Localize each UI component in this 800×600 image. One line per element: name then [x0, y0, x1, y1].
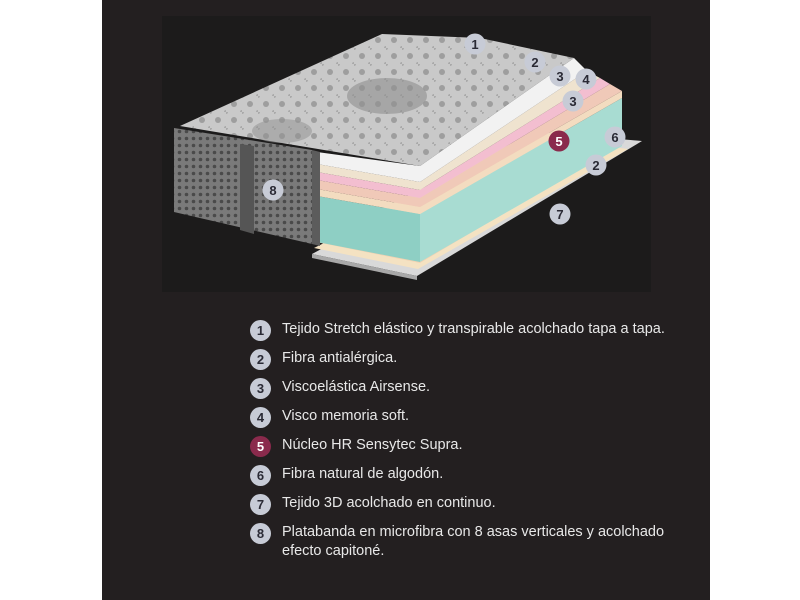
- legend-item: 5 Núcleo HR Sensytec Supra.: [250, 436, 670, 457]
- badge-6: 6: [604, 126, 626, 148]
- badge-4: 4: [575, 68, 597, 90]
- legend-number: 6: [250, 465, 271, 486]
- legend-text: Fibra antialérgica.: [282, 350, 398, 366]
- layer-legend: 1 Tejido Stretch elástico y transpirable …: [250, 320, 670, 561]
- svg-text:3: 3: [569, 94, 576, 109]
- legend-item: 8 Platabanda en microfibra con 8 asas ver…: [250, 523, 670, 561]
- legend-text: Núcleo HR Sensytec Supra.: [282, 437, 463, 453]
- svg-text:3: 3: [556, 69, 563, 84]
- layer-3d-fabric-edge: [312, 254, 417, 280]
- badge-2b: 2: [585, 154, 607, 176]
- legend-number: 3: [250, 378, 271, 399]
- legend-item: 4 Visco memoria soft.: [250, 407, 670, 428]
- legend-text: Visco memoria soft.: [282, 408, 410, 424]
- legend-item: 6 Fibra natural de algodón.: [250, 465, 670, 486]
- legend-number: 2: [250, 349, 271, 370]
- svg-text:1: 1: [471, 37, 478, 52]
- badge-7: 7: [549, 203, 571, 225]
- legend-item: 3 Viscoelástica Airsense.: [250, 378, 670, 399]
- svg-text:2: 2: [592, 158, 599, 173]
- svg-text:8: 8: [269, 183, 276, 198]
- quilt-flower: [252, 119, 312, 143]
- legend-number: 8: [250, 523, 271, 544]
- legend-number: 1: [250, 320, 271, 341]
- legend-text: Platabanda en microfibra con 8 asas vert…: [282, 524, 665, 559]
- badge-3: 3: [549, 65, 571, 87]
- legend-item: 7 Tejido 3D acolchado en continuo.: [250, 494, 670, 515]
- mattress-illustration: 1 2 3 4 3 5 6 2 7 8: [162, 16, 651, 292]
- layer-hr-core: [317, 196, 420, 262]
- svg-text:4: 4: [582, 72, 590, 87]
- badge-2: 2: [524, 51, 546, 73]
- legend-text: Tejido Stretch elástico y transpirable a…: [282, 321, 665, 337]
- badge-5: 5: [548, 130, 570, 152]
- legend-item: 2 Fibra antialérgica.: [250, 349, 670, 370]
- badge-1: 1: [464, 33, 486, 55]
- legend-text: Fibra natural de algodón.: [282, 466, 444, 482]
- layer-visco-airsense: [317, 84, 622, 207]
- legend-number: 4: [250, 407, 271, 428]
- layer-hr-core-side: [420, 98, 622, 262]
- svg-text:2: 2: [531, 55, 538, 70]
- side-band-corner: [312, 150, 320, 246]
- legend-number: 5: [250, 436, 271, 457]
- svg-text:6: 6: [611, 130, 618, 145]
- badge-3b: 3: [562, 90, 584, 112]
- quilt-flower: [347, 78, 427, 114]
- legend-text: Viscoelástica Airsense.: [282, 379, 431, 395]
- mattress-layers-diagram: 1 2 3 4 3 5 6 2 7 8: [174, 33, 642, 280]
- legend-text: Tejido 3D acolchado en continuo.: [282, 495, 496, 511]
- layer-fiber-upper: [317, 71, 600, 190]
- svg-text:7: 7: [556, 207, 563, 222]
- legend-item: 1 Tejido Stretch elástico y transpirable …: [250, 320, 670, 341]
- badge-8: 8: [262, 179, 284, 201]
- side-band-handle: [240, 144, 254, 234]
- svg-text:5: 5: [555, 134, 562, 149]
- legend-number: 7: [250, 494, 271, 515]
